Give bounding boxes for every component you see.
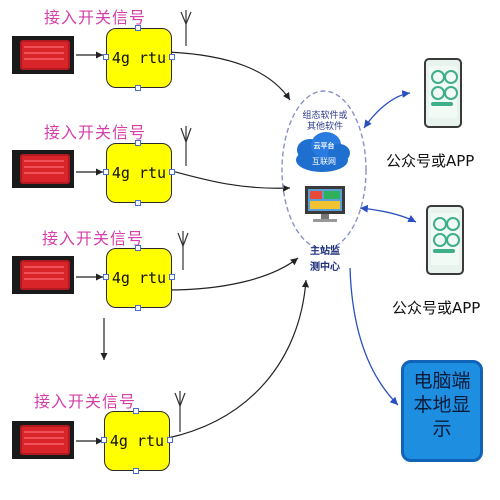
phone1-link-arrow xyxy=(363,90,411,129)
rtu-box-4: 4g rtu xyxy=(104,411,170,471)
rtu-connector-handle xyxy=(135,245,141,251)
cloud-logo-text: 云平台 xyxy=(313,142,335,150)
rtu-connector-handle xyxy=(135,54,139,58)
phone-icon-1 xyxy=(424,58,462,128)
rtu-connector-handle xyxy=(133,468,139,474)
pc-display-box: 电脑端 本地显 示 xyxy=(401,360,483,462)
switch-device-2 xyxy=(12,150,74,188)
cloud-caption-line2: 其他软件 xyxy=(306,122,343,132)
switch-device-4 xyxy=(12,421,74,459)
station-label-line1: 主站监 xyxy=(310,246,340,257)
phone-icon-2 xyxy=(426,205,464,275)
phone2-link-arrow xyxy=(359,204,417,223)
rtu-connector-handle xyxy=(135,305,141,311)
signal-label-3: 接入开关信号 xyxy=(42,229,145,248)
rtu-connector-handle xyxy=(101,437,107,443)
pc-display-line2: 本地显 xyxy=(413,394,471,416)
cloud-icon xyxy=(296,132,350,172)
signal-label-2: 接入开关信号 xyxy=(44,123,147,142)
rtu-box-1: 4g rtu xyxy=(106,28,172,88)
monitor-icon xyxy=(305,186,345,222)
rtu2-to-station-arrow xyxy=(167,169,291,192)
rtu-connector-handle xyxy=(103,274,109,280)
pc-display-line3: 示 xyxy=(432,418,452,440)
rtu-connector-handle xyxy=(169,54,175,60)
rtu-connector-handle xyxy=(167,437,173,443)
rtu-box-2: 4g rtu xyxy=(106,143,172,203)
center-dashed-ellipse xyxy=(281,90,367,250)
rtu-connector-handle xyxy=(135,200,141,206)
rtu-connector-handle xyxy=(103,169,109,175)
antenna-icon-1 xyxy=(180,10,192,46)
antenna-icon-3 xyxy=(177,231,189,270)
rtu-connector-handle xyxy=(135,140,141,146)
rtu1-to-station-arrow xyxy=(167,51,291,101)
rtu4-to-station-arrow xyxy=(167,279,310,439)
rtu-connector-handle xyxy=(135,274,139,278)
antenna-icon-4 xyxy=(174,391,186,432)
rtu-connector-handle xyxy=(103,54,109,60)
cloud-caption-line1: 组态软件或 xyxy=(302,111,348,121)
rtu-connector-handle xyxy=(135,25,141,31)
signal-label-4: 接入开关信号 xyxy=(34,392,137,411)
pc-link-arrow xyxy=(349,267,399,406)
rtu-connector-handle xyxy=(169,274,175,280)
rtu-connector-handle xyxy=(133,408,139,414)
rtu-connector-handle xyxy=(169,169,175,175)
pc-display-line1: 电脑端 xyxy=(413,370,471,392)
rtu-box-3: 4g rtu xyxy=(106,248,172,308)
public-app-label-1: 公众号或APP xyxy=(386,152,475,170)
cloud-caption: 组态软件或 其他软件 xyxy=(296,111,354,133)
station-label-line2: 测中心 xyxy=(310,262,340,273)
rtu-connector-handle xyxy=(133,437,137,441)
rtu-connector-handle xyxy=(135,169,139,173)
rtu3-to-station-arrow xyxy=(167,257,299,291)
switch-device-1 xyxy=(12,36,74,74)
cloud-network-label: 互联网 xyxy=(312,157,336,166)
antenna-icon-2 xyxy=(180,126,192,166)
switch-device-3 xyxy=(12,256,74,294)
rtu-connector-handle xyxy=(135,85,141,91)
station-label: 主站监 测中心 xyxy=(300,244,350,276)
signal-label-1: 接入开关信号 xyxy=(44,8,147,27)
public-app-label-2: 公众号或APP xyxy=(392,299,481,317)
